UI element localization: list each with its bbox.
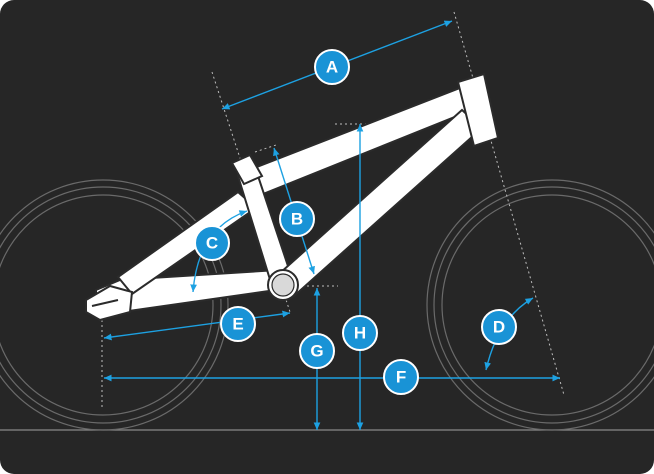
measurement-badge-e: E — [220, 306, 256, 342]
svg-text:H: H — [354, 324, 366, 343]
svg-text:D: D — [493, 318, 505, 337]
measurement-badge-c: C — [194, 225, 230, 261]
measurement-badge-d: D — [481, 309, 517, 345]
rear-wheel — [0, 179, 229, 431]
svg-text:G: G — [310, 342, 323, 361]
svg-text:B: B — [291, 210, 303, 229]
measurement-badge-h: H — [342, 315, 378, 351]
svg-text:C: C — [206, 234, 218, 253]
dimension-lines — [103, 20, 560, 430]
svg-text:A: A — [326, 58, 338, 77]
measurement-badge-b: B — [279, 201, 315, 237]
measurement-badge-f: F — [383, 359, 419, 395]
dimension-e-line — [103, 310, 291, 341]
svg-text:F: F — [396, 368, 406, 387]
measurement-badge-g: G — [299, 333, 335, 369]
measurement-badge-a: A — [314, 49, 350, 85]
svg-text:E: E — [232, 315, 243, 334]
front-wheel — [426, 179, 654, 431]
